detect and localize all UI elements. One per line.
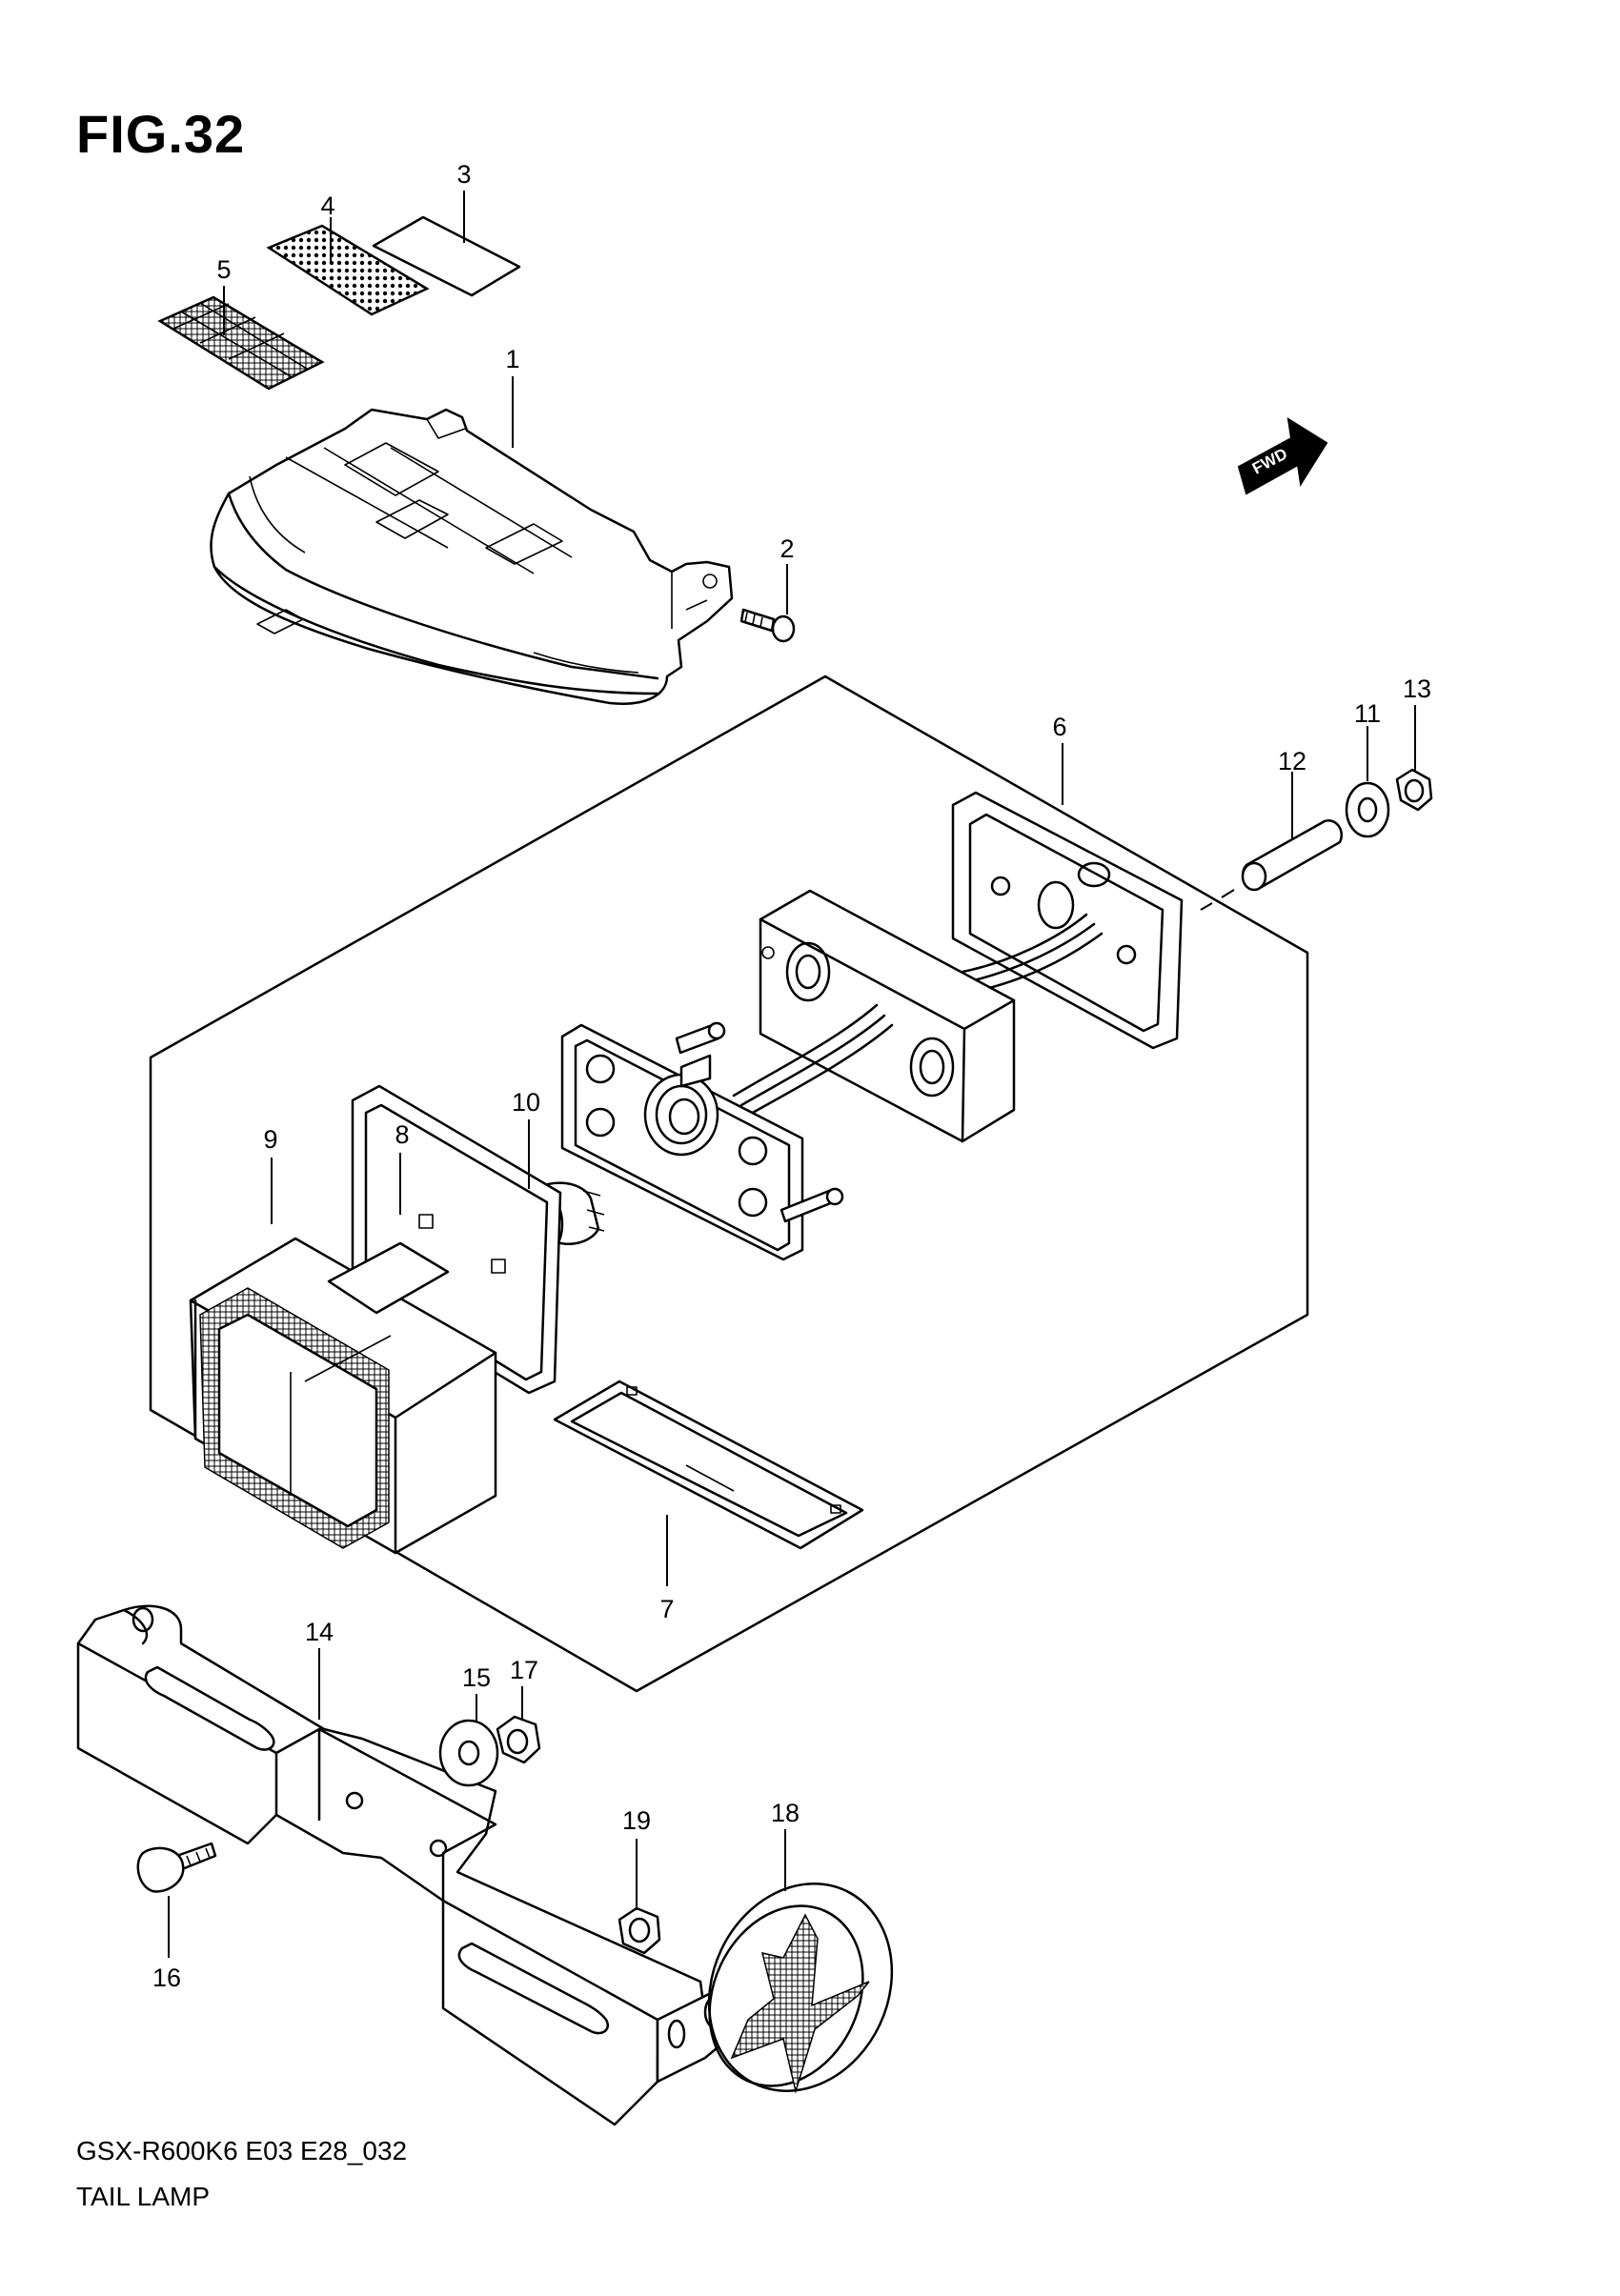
part-7-license-lens bbox=[553, 1380, 864, 1550]
part-19-nut bbox=[618, 1906, 661, 1955]
part-13-nut bbox=[1395, 768, 1433, 812]
part-2-screw bbox=[739, 608, 796, 643]
callout-2: 2 bbox=[780, 534, 794, 563]
model-code: GSX-R600K6 E03 E28_032 bbox=[76, 2136, 408, 2165]
callout-12: 12 bbox=[1278, 747, 1306, 775]
callout-13: 13 bbox=[1403, 675, 1431, 703]
part-4-reflector bbox=[266, 224, 430, 316]
socket-housing-frame bbox=[759, 889, 1016, 1143]
socket-wires bbox=[732, 1003, 894, 1117]
callout-numbers: 3 4 5 1 2 6 11 13 12 10 8 9 7 14 15 17 1… bbox=[152, 160, 1431, 1992]
callout-10: 10 bbox=[512, 1088, 540, 1117]
callout-4: 4 bbox=[320, 191, 334, 220]
callout-7: 7 bbox=[659, 1595, 674, 1623]
callout-6: 6 bbox=[1052, 713, 1066, 741]
forward-direction-arrow: FWD bbox=[1237, 417, 1328, 495]
part-1-tail-lamp-assembly bbox=[210, 408, 734, 705]
callout-16: 16 bbox=[152, 1964, 181, 1992]
callout-3: 3 bbox=[456, 160, 471, 189]
part-3-label-sheet bbox=[372, 215, 521, 297]
diagram-caption: TAIL LAMP bbox=[76, 2182, 211, 2211]
part-18-reflector bbox=[707, 1883, 894, 2094]
part-15-washer bbox=[438, 1719, 499, 1787]
wire-harness bbox=[961, 913, 1104, 993]
part-11-washer bbox=[1345, 781, 1390, 838]
callout-14: 14 bbox=[305, 1618, 334, 1646]
callout-19: 19 bbox=[622, 1806, 651, 1835]
part-6-lamp-base bbox=[951, 791, 1184, 1050]
leader-lines bbox=[168, 191, 1416, 1958]
part-5-reflector bbox=[157, 295, 325, 391]
callout-1: 1 bbox=[505, 345, 519, 373]
part-9-lens bbox=[189, 1237, 497, 1555]
callout-17: 17 bbox=[510, 1656, 538, 1684]
part-17-nut bbox=[496, 1715, 541, 1764]
callout-18: 18 bbox=[771, 1799, 800, 1827]
callout-9: 9 bbox=[263, 1125, 277, 1154]
callout-11: 11 bbox=[1354, 699, 1381, 728]
part-16-bolt bbox=[136, 1842, 217, 1893]
callout-15: 15 bbox=[462, 1663, 491, 1692]
part-12-collar bbox=[1241, 819, 1343, 892]
callout-8: 8 bbox=[395, 1120, 409, 1149]
figure-title: FIG.32 bbox=[76, 104, 246, 164]
callout-5: 5 bbox=[216, 255, 231, 284]
axis-dashes bbox=[1200, 889, 1235, 911]
bulb-socket-plate bbox=[560, 1021, 844, 1261]
exploded-box-outline bbox=[149, 675, 1309, 1693]
